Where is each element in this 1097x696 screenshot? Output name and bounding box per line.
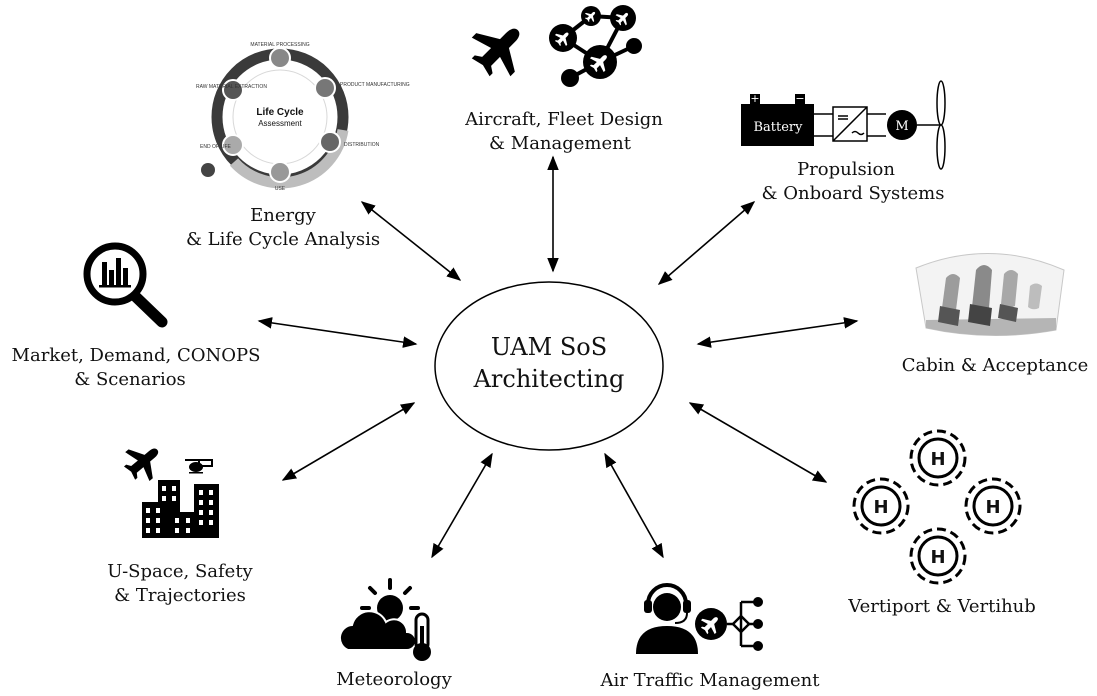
arrow-atm <box>604 452 664 559</box>
propeller-icon <box>936 80 946 170</box>
arrow-market <box>257 317 418 348</box>
helipad-top-icon: H <box>909 429 967 487</box>
helicopter-icon <box>185 459 213 474</box>
market-label-line1: Market, Demand, CONOPS <box>12 345 261 366</box>
center-ellipse <box>434 281 664 451</box>
cabin-label: Cabin & Acceptance <box>902 355 1088 376</box>
node-vertiport: H H H H Vertiport & Vertihub <box>847 429 1036 617</box>
routing-nodes <box>753 597 763 651</box>
lca-label-endoflife: END OF LIFE <box>200 144 232 150</box>
city-windows <box>146 486 213 533</box>
node-propulsion: + − Battery M Propulsion & Onboard Syste… <box>741 80 946 204</box>
lca-label-manufacturing: PRODUCT MANUFACTURING <box>340 82 410 88</box>
svg-text:H: H <box>873 497 888 518</box>
lca-label-material: MATERIAL PROCESSING <box>250 42 309 48</box>
arrow-uspace <box>281 402 416 481</box>
arrow-cabin <box>696 317 859 348</box>
node-aircraft: Aircraft, Fleet Design & Management <box>461 5 663 154</box>
svg-text:H: H <box>930 449 945 470</box>
uspace-label-line1: U-Space, Safety <box>107 561 253 582</box>
node-market: Market, Demand, CONOPS & Scenarios <box>12 242 261 390</box>
lca-stage-extraction-icon <box>222 79 244 101</box>
center-node: UAM SoS Architecting <box>434 281 664 451</box>
aircraft-label-line1: Aircraft, Fleet Design <box>464 109 663 130</box>
energy-label-line1: Energy <box>250 205 317 226</box>
lca-stage-manufacturing-icon <box>314 77 336 99</box>
city-buildings-icon <box>142 480 219 538</box>
thermometer-icon <box>413 612 431 661</box>
lca-label-distribution: DISTRIBUTION <box>344 142 380 148</box>
atm-label: Air Traffic Management <box>600 670 821 691</box>
propulsion-label-line2: & Onboard Systems <box>762 183 945 204</box>
weather-icon <box>338 578 420 651</box>
helipad-left-icon: H <box>852 477 910 535</box>
helipad-bottom-icon: H <box>909 527 967 585</box>
svg-text:H: H <box>985 497 1000 518</box>
meteorology-label: Meteorology <box>336 669 452 690</box>
vertiport-label: Vertiport & Vertihub <box>847 596 1036 617</box>
node-cabin: Cabin & Acceptance <box>902 253 1088 376</box>
arrow-energy <box>360 201 462 281</box>
lca-stage-material-icon <box>269 47 291 69</box>
magnifier-chart-icon <box>83 242 168 328</box>
propulsion-label-line1: Propulsion <box>797 159 895 180</box>
arrow-meteorology <box>431 452 493 559</box>
lca-label-extraction: RAW MATERIAL EXTRACTION <box>196 84 267 90</box>
lca-label-use: USE <box>275 186 286 192</box>
node-atm: Air Traffic Management <box>600 583 821 691</box>
uspace-label-line2: & Trajectories <box>114 585 246 606</box>
fleet-network-icon <box>549 5 642 87</box>
airplane-icon <box>461 10 538 87</box>
lca-stage-endoflife-icon <box>222 134 244 156</box>
lca-title: Life Cycle <box>256 107 304 118</box>
energy-label-line2: & Life Cycle Analysis <box>186 229 380 250</box>
uspace-airplane-icon <box>117 435 170 488</box>
motor-icon: M <box>887 110 941 140</box>
connector-arrows <box>257 155 859 559</box>
atm-airplane-icon <box>695 608 727 640</box>
center-title-line2: Architecting <box>473 365 625 393</box>
market-label-line2: & Scenarios <box>74 369 186 390</box>
center-title-line1: UAM SoS <box>491 333 607 361</box>
cabin-seats-icon <box>915 253 1065 336</box>
motor-label: M <box>895 119 908 134</box>
converter-icon <box>814 106 886 142</box>
aircraft-label-line2: & Management <box>489 133 632 154</box>
node-uspace: U-Space, Safety & Trajectories <box>107 435 254 606</box>
lca-stage-use-icon <box>269 161 291 183</box>
battery-label: Battery <box>753 120 803 135</box>
life-cycle-icon: Life Cycle Assessment MATERIAL PROCESSIN… <box>196 42 410 192</box>
node-meteorology: Meteorology <box>336 578 453 690</box>
routing-branch-icon <box>727 600 755 648</box>
helipad-right-icon: H <box>964 477 1022 535</box>
lca-stage-distribution-icon <box>319 131 341 153</box>
battery-icon: + − Battery <box>741 92 814 146</box>
node-energy: Life Cycle Assessment MATERIAL PROCESSIN… <box>186 42 410 250</box>
battery-minus: − <box>795 92 804 105</box>
controller-headset-icon <box>636 583 698 654</box>
lca-bin-icon <box>201 163 215 177</box>
lca-subtitle: Assessment <box>258 119 302 128</box>
battery-plus: + <box>750 92 759 105</box>
svg-text:H: H <box>930 547 945 568</box>
arrow-vertiport <box>688 402 828 483</box>
arrow-propulsion <box>657 201 756 285</box>
